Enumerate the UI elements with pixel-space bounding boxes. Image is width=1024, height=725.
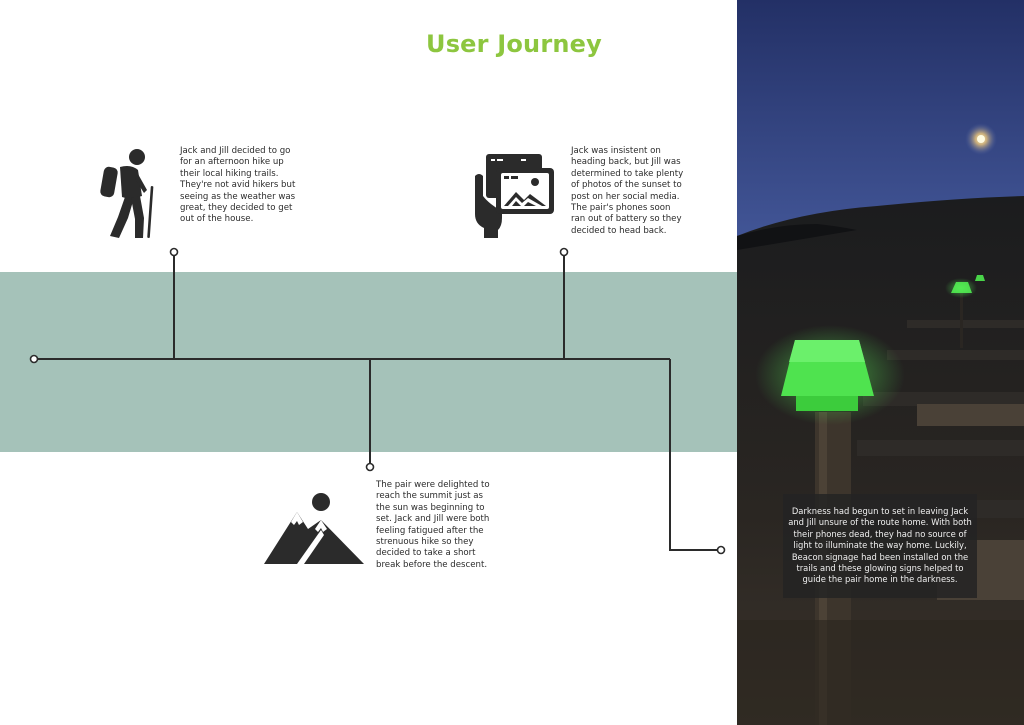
step-1-text: Jack and Jill decided to go for an after… [180, 146, 296, 225]
timeline [29, 247, 726, 555]
page-title: User Journey [426, 30, 602, 58]
timeline-node-4 [716, 545, 726, 555]
hand-photo-tablet-icon [475, 154, 554, 238]
step-4-caption: Darkness had begun to set in leaving Jac… [783, 494, 977, 598]
step-2-text: The pair were delighted to reach the sum… [376, 480, 490, 570]
timeline-band [0, 272, 737, 452]
timeline-node-3 [559, 247, 569, 257]
timeline-node-1 [169, 247, 179, 257]
timeline-node-2 [365, 462, 375, 472]
mountains-sun-icon [264, 493, 364, 564]
glowing-trail-sign-photo [737, 0, 1024, 725]
step-3-text: Jack was insistent on heading back, but … [571, 146, 684, 236]
hiker-icon [100, 149, 154, 238]
timeline-start-node [29, 354, 39, 364]
timeline-branch-4 [669, 359, 718, 551]
